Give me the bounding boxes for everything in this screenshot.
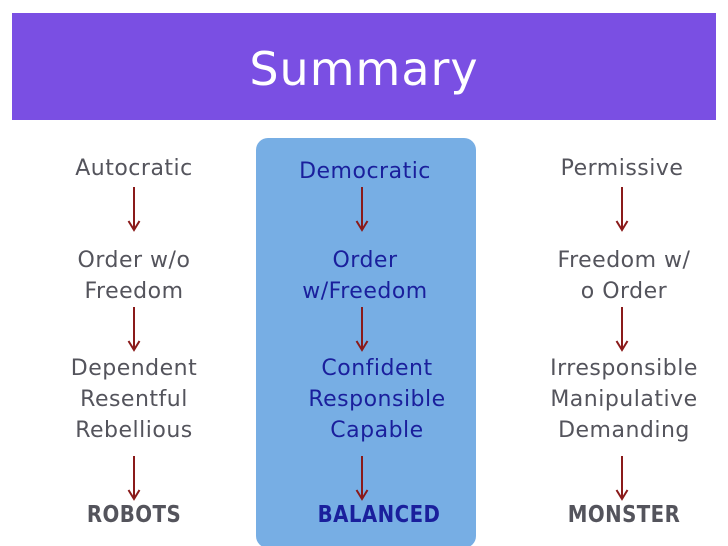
- result-democratic: BALANCED: [317, 502, 441, 528]
- arrow-down-icon: [355, 187, 369, 232]
- arrow-down-icon: [127, 456, 141, 501]
- traits-democratic: Confident Responsible Capable: [308, 356, 446, 443]
- arrow-down-icon: [615, 307, 629, 352]
- outcome-permissive: Freedom w/ o Order: [557, 248, 691, 304]
- traits-permissive: Irresponsible Manipulative Demanding: [550, 356, 698, 443]
- parenting-style-permissive: Permissive: [560, 156, 684, 181]
- traits-autocratic: Dependent Resentful Rebellious: [70, 356, 198, 443]
- parenting-style-autocratic: Autocratic: [75, 156, 193, 181]
- result-permissive: MONSTER: [567, 502, 681, 528]
- arrow-down-icon: [127, 187, 141, 232]
- outcome-democratic: Order w/Freedom: [302, 248, 428, 304]
- parenting-style-democratic: Democratic: [299, 159, 431, 184]
- arrow-down-icon: [355, 456, 369, 501]
- slide-title: Summary: [242, 34, 486, 108]
- arrow-down-icon: [615, 187, 629, 232]
- outcome-autocratic: Order w/o Freedom: [77, 248, 191, 304]
- arrow-down-icon: [127, 307, 141, 352]
- arrow-down-icon: [355, 307, 369, 352]
- result-autocratic: ROBOTS: [86, 502, 182, 528]
- arrow-down-icon: [615, 456, 629, 501]
